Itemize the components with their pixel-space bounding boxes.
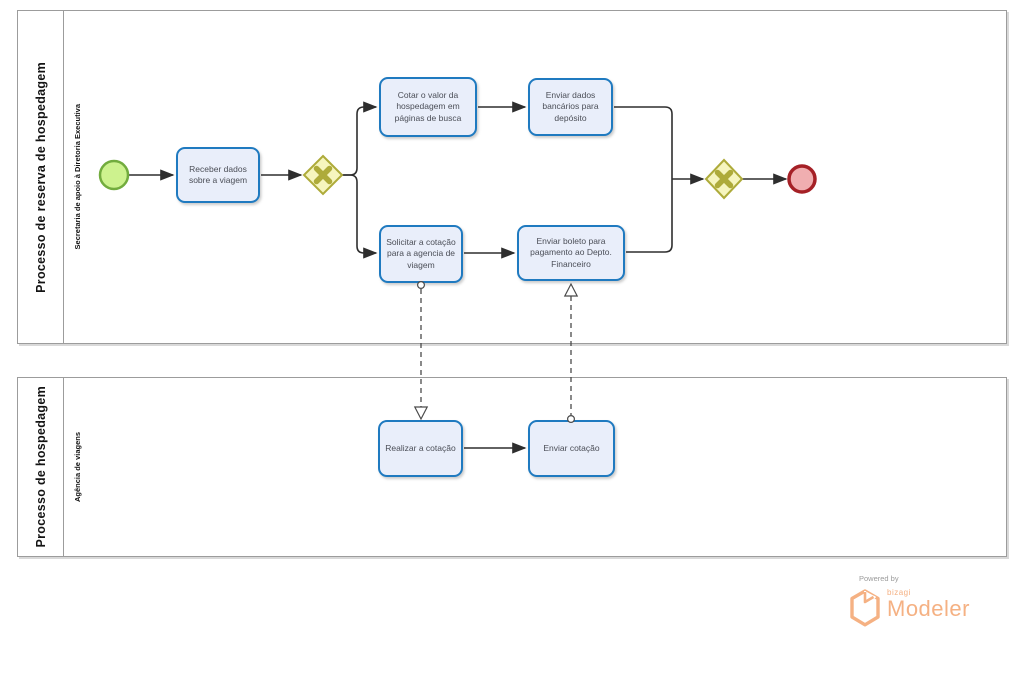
pool-name-band: Processo de hospedagem [18, 378, 64, 556]
task-label: Enviar dados bancários para depósito [542, 90, 599, 123]
task-receber-dados[interactable]: Receber dados sobre a viagem [176, 147, 260, 203]
task-label: Realizar a cotação [385, 442, 456, 453]
task-enviar-cotacao[interactable]: Enviar cotação [528, 420, 615, 477]
sequence-flow-gateway-to-cotar[interactable] [342, 101, 378, 176]
sequence-flow-gateway-to-solicitar[interactable] [342, 174, 378, 259]
task-realizar-cotacao[interactable]: Realizar a cotação [378, 420, 463, 477]
bizagi-modeler-watermark: Powered by bizagi Modeler [848, 574, 1018, 628]
end-event[interactable] [787, 164, 817, 194]
message-flow-source-dot [566, 415, 575, 424]
task-enviar-dados-bancarios[interactable]: Enviar dados bancários para depósito [528, 78, 613, 136]
pool-hospedagem[interactable]: Processo de hospedagem Agência de viagen… [17, 377, 1007, 557]
exclusive-gateway-split[interactable] [302, 154, 344, 196]
task-label: Enviar cotação [543, 442, 600, 453]
message-flow-source-dot [417, 281, 426, 290]
message-flow-solicitar-to-realizar[interactable] [413, 281, 429, 421]
message-flow-arrowhead [563, 282, 579, 297]
powered-by-label: Powered by [859, 574, 899, 583]
bizagi-wordmark: bizagi [887, 588, 911, 597]
pool-name-band: Processo de reserva de hospedagem [18, 11, 64, 343]
task-label: Solicitar a cotação para a agencia de vi… [386, 237, 456, 270]
message-flow-arrowhead [413, 406, 429, 421]
task-label: Cotar o valor da hospedagem em páginas d… [394, 90, 462, 123]
start-event[interactable] [98, 159, 130, 191]
task-cotar-valor[interactable]: Cotar o valor da hospedagem em páginas d… [379, 77, 477, 137]
exclusive-gateway-merge[interactable] [704, 158, 744, 200]
sequence-flow-enviar-dados-to-merge[interactable] [614, 106, 673, 179]
task-label: Enviar boleto para pagamento ao Depto. F… [530, 236, 612, 269]
message-flow-enviar-cotacao-to-enviar-boleto[interactable] [563, 282, 579, 424]
gateway-x-icon [714, 169, 734, 189]
bizagi-logo-icon [850, 589, 880, 627]
task-label: Receber dados sobre a viagem [188, 163, 248, 185]
gateway-x-icon [313, 165, 333, 185]
modeler-wordmark: Modeler [887, 596, 970, 621]
task-enviar-boleto[interactable]: Enviar boleto para pagamento ao Depto. F… [517, 225, 625, 281]
sequence-flow-enviar-boleto-to-merge[interactable] [626, 179, 673, 253]
